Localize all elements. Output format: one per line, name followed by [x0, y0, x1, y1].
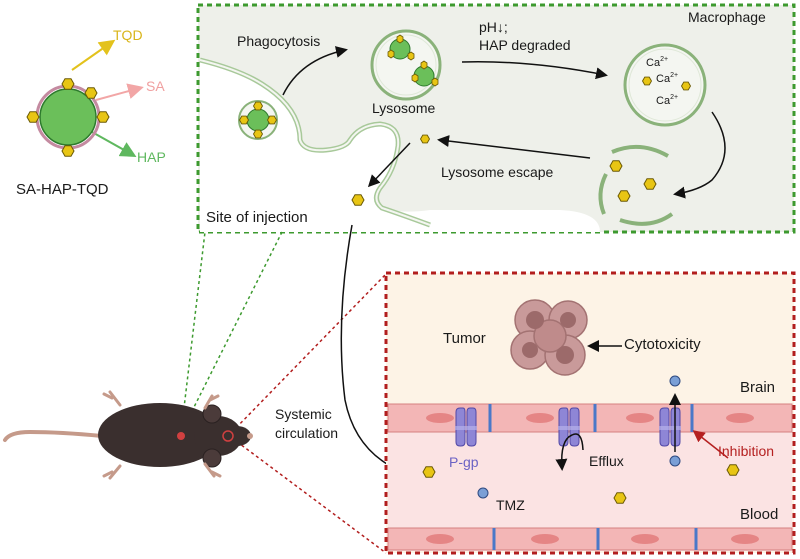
phagocytosis-label: Phagocytosis [237, 33, 320, 49]
blood-label: Blood [740, 506, 778, 523]
tumor-cells [510, 299, 588, 376]
sa-label: SA [146, 78, 165, 94]
site-of-injection-label: Site of injection [206, 209, 308, 226]
tqd-label: TQD [113, 27, 143, 43]
ca-ion-1: Ca2+ [646, 56, 668, 69]
zoom-lines-brain [231, 273, 387, 554]
tmz-label: TMZ [496, 497, 525, 513]
macrophage-title: Macrophage [688, 9, 766, 25]
pgp-label: P-gp [449, 454, 479, 470]
lysosome-escape-label: Lysosome escape [441, 164, 554, 180]
mouse-illustration [3, 390, 253, 480]
brain-panel [384, 271, 796, 555]
systemic-circulation-arrow [340, 224, 401, 472]
nanoparticle-label: SA-HAP-TQD [16, 181, 109, 198]
brain-label: Brain [740, 379, 775, 396]
tumor-label: Tumor [443, 330, 486, 347]
circulation-label: circulation [275, 425, 338, 441]
macrophage-panel [196, 3, 796, 234]
efflux-label: Efflux [589, 453, 624, 469]
endothelium-bottom [387, 527, 793, 551]
hap-degraded-label: HAP degraded [479, 37, 571, 53]
endothelium-top [387, 403, 793, 433]
nanoparticle-graphic [26, 39, 144, 157]
systemic-label: Systemic [275, 406, 332, 422]
lysosome-label: Lysosome [372, 100, 436, 116]
ca-ion-3: Ca2+ [656, 94, 678, 107]
hap-label: HAP [137, 149, 166, 165]
cytotoxicity-label: Cytotoxicity [624, 336, 701, 353]
inhibition-label: Inhibition [718, 443, 774, 459]
ca-ion-2: Ca2+ [656, 72, 678, 85]
ph-label: pH↓; [479, 19, 508, 35]
zoom-lines-macrophage [180, 231, 283, 434]
calcium-ions: Ca2+ Ca2+ Ca2+ [646, 56, 678, 107]
